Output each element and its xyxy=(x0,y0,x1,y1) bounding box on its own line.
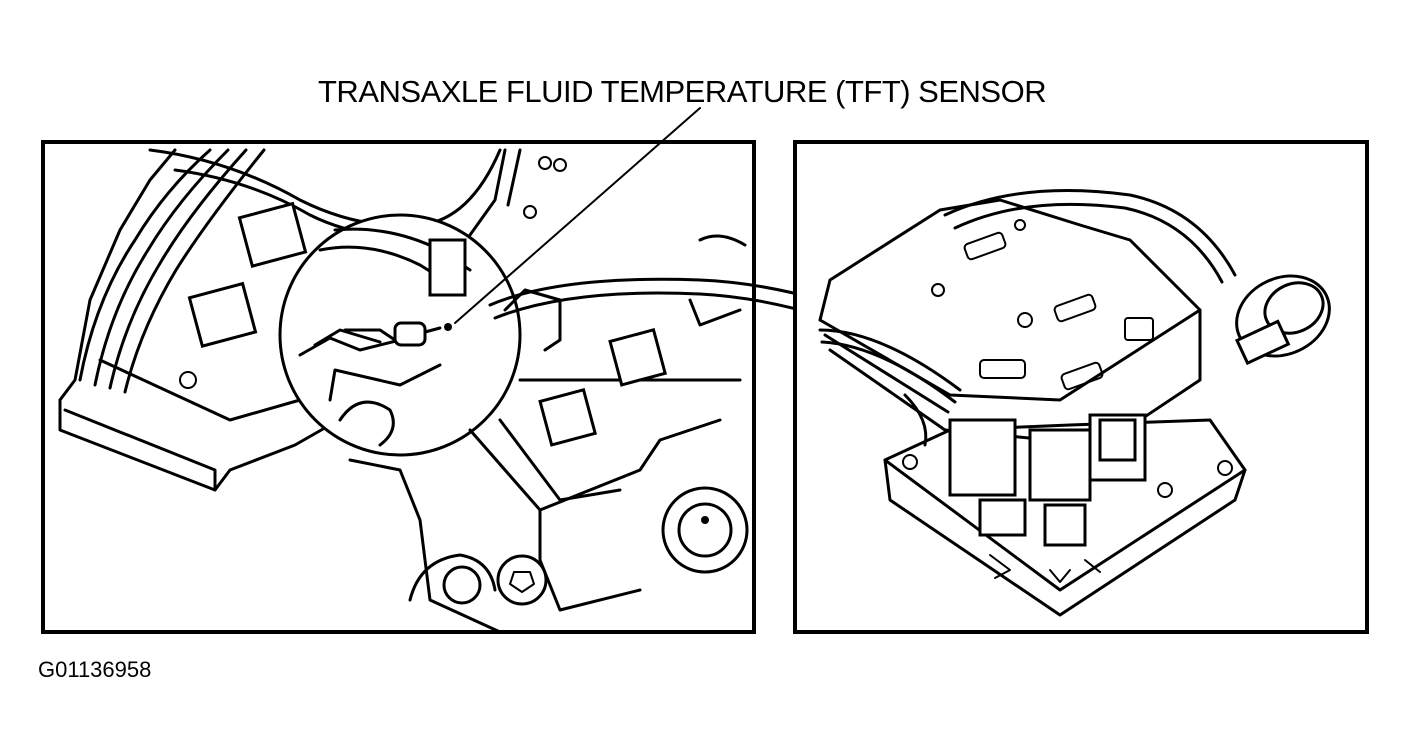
right-panel-sensor-assembly-view xyxy=(793,140,1369,634)
figure-id: G01136958 xyxy=(38,657,152,682)
left-panel-valve-body-view xyxy=(41,140,756,634)
tft-sensor-callout-label: TRANSAXLE FLUID TEMPERATURE (TFT) SENSOR xyxy=(318,74,1047,109)
callout-leader-line xyxy=(454,107,701,324)
